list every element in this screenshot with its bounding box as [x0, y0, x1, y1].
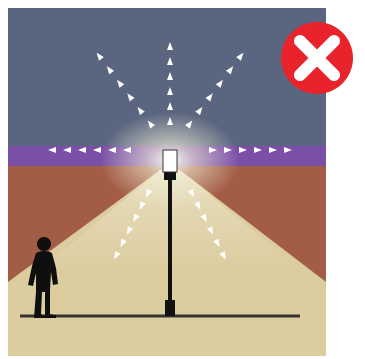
street-lamp-icon [163, 150, 177, 172]
x-mark-icon [281, 22, 353, 94]
lamp-pole [168, 178, 172, 316]
lamp-pole-base [165, 300, 175, 316]
lamp-fixture [164, 172, 176, 180]
